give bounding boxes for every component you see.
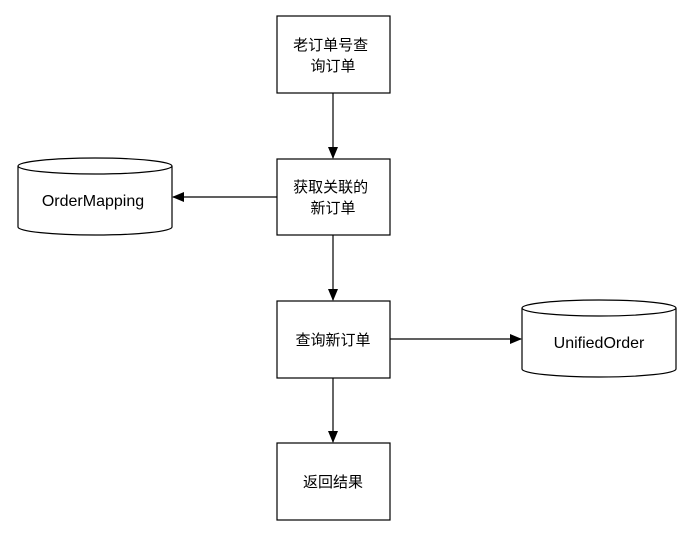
node-label-line: 获取关联的 bbox=[293, 178, 368, 196]
node-query-old-order-label: 老订单号查 询订单 bbox=[293, 36, 373, 75]
node-return-result: 返回结果 bbox=[276, 442, 391, 521]
database-unified-order-label: UnifiedOrder bbox=[554, 335, 645, 352]
node-query-old-order: 老订单号查 询订单 bbox=[276, 15, 391, 94]
node-label-line: 老订单号查 bbox=[293, 36, 368, 54]
node-return-result-label: 返回结果 bbox=[303, 473, 363, 491]
node-label-line: 新订单 bbox=[310, 199, 355, 217]
node-label-line: 返回结果 bbox=[303, 473, 363, 491]
node-label-line: 询订单 bbox=[310, 57, 355, 75]
database-order-mapping: OrderMapping bbox=[17, 157, 173, 236]
node-label-line: 查询新订单 bbox=[295, 331, 370, 349]
node-get-linked-new-order: 获取关联的 新订单 bbox=[276, 158, 391, 236]
database-top-ellipse bbox=[17, 157, 173, 175]
database-top-ellipse bbox=[521, 299, 677, 317]
node-query-new-order-label: 查询新订单 bbox=[295, 331, 370, 349]
node-get-linked-new-order-label: 获取关联的 新订单 bbox=[293, 178, 373, 217]
node-query-new-order: 查询新订单 bbox=[276, 300, 391, 379]
database-unified-order: UnifiedOrder bbox=[521, 299, 677, 378]
database-order-mapping-label: OrderMapping bbox=[42, 193, 144, 210]
